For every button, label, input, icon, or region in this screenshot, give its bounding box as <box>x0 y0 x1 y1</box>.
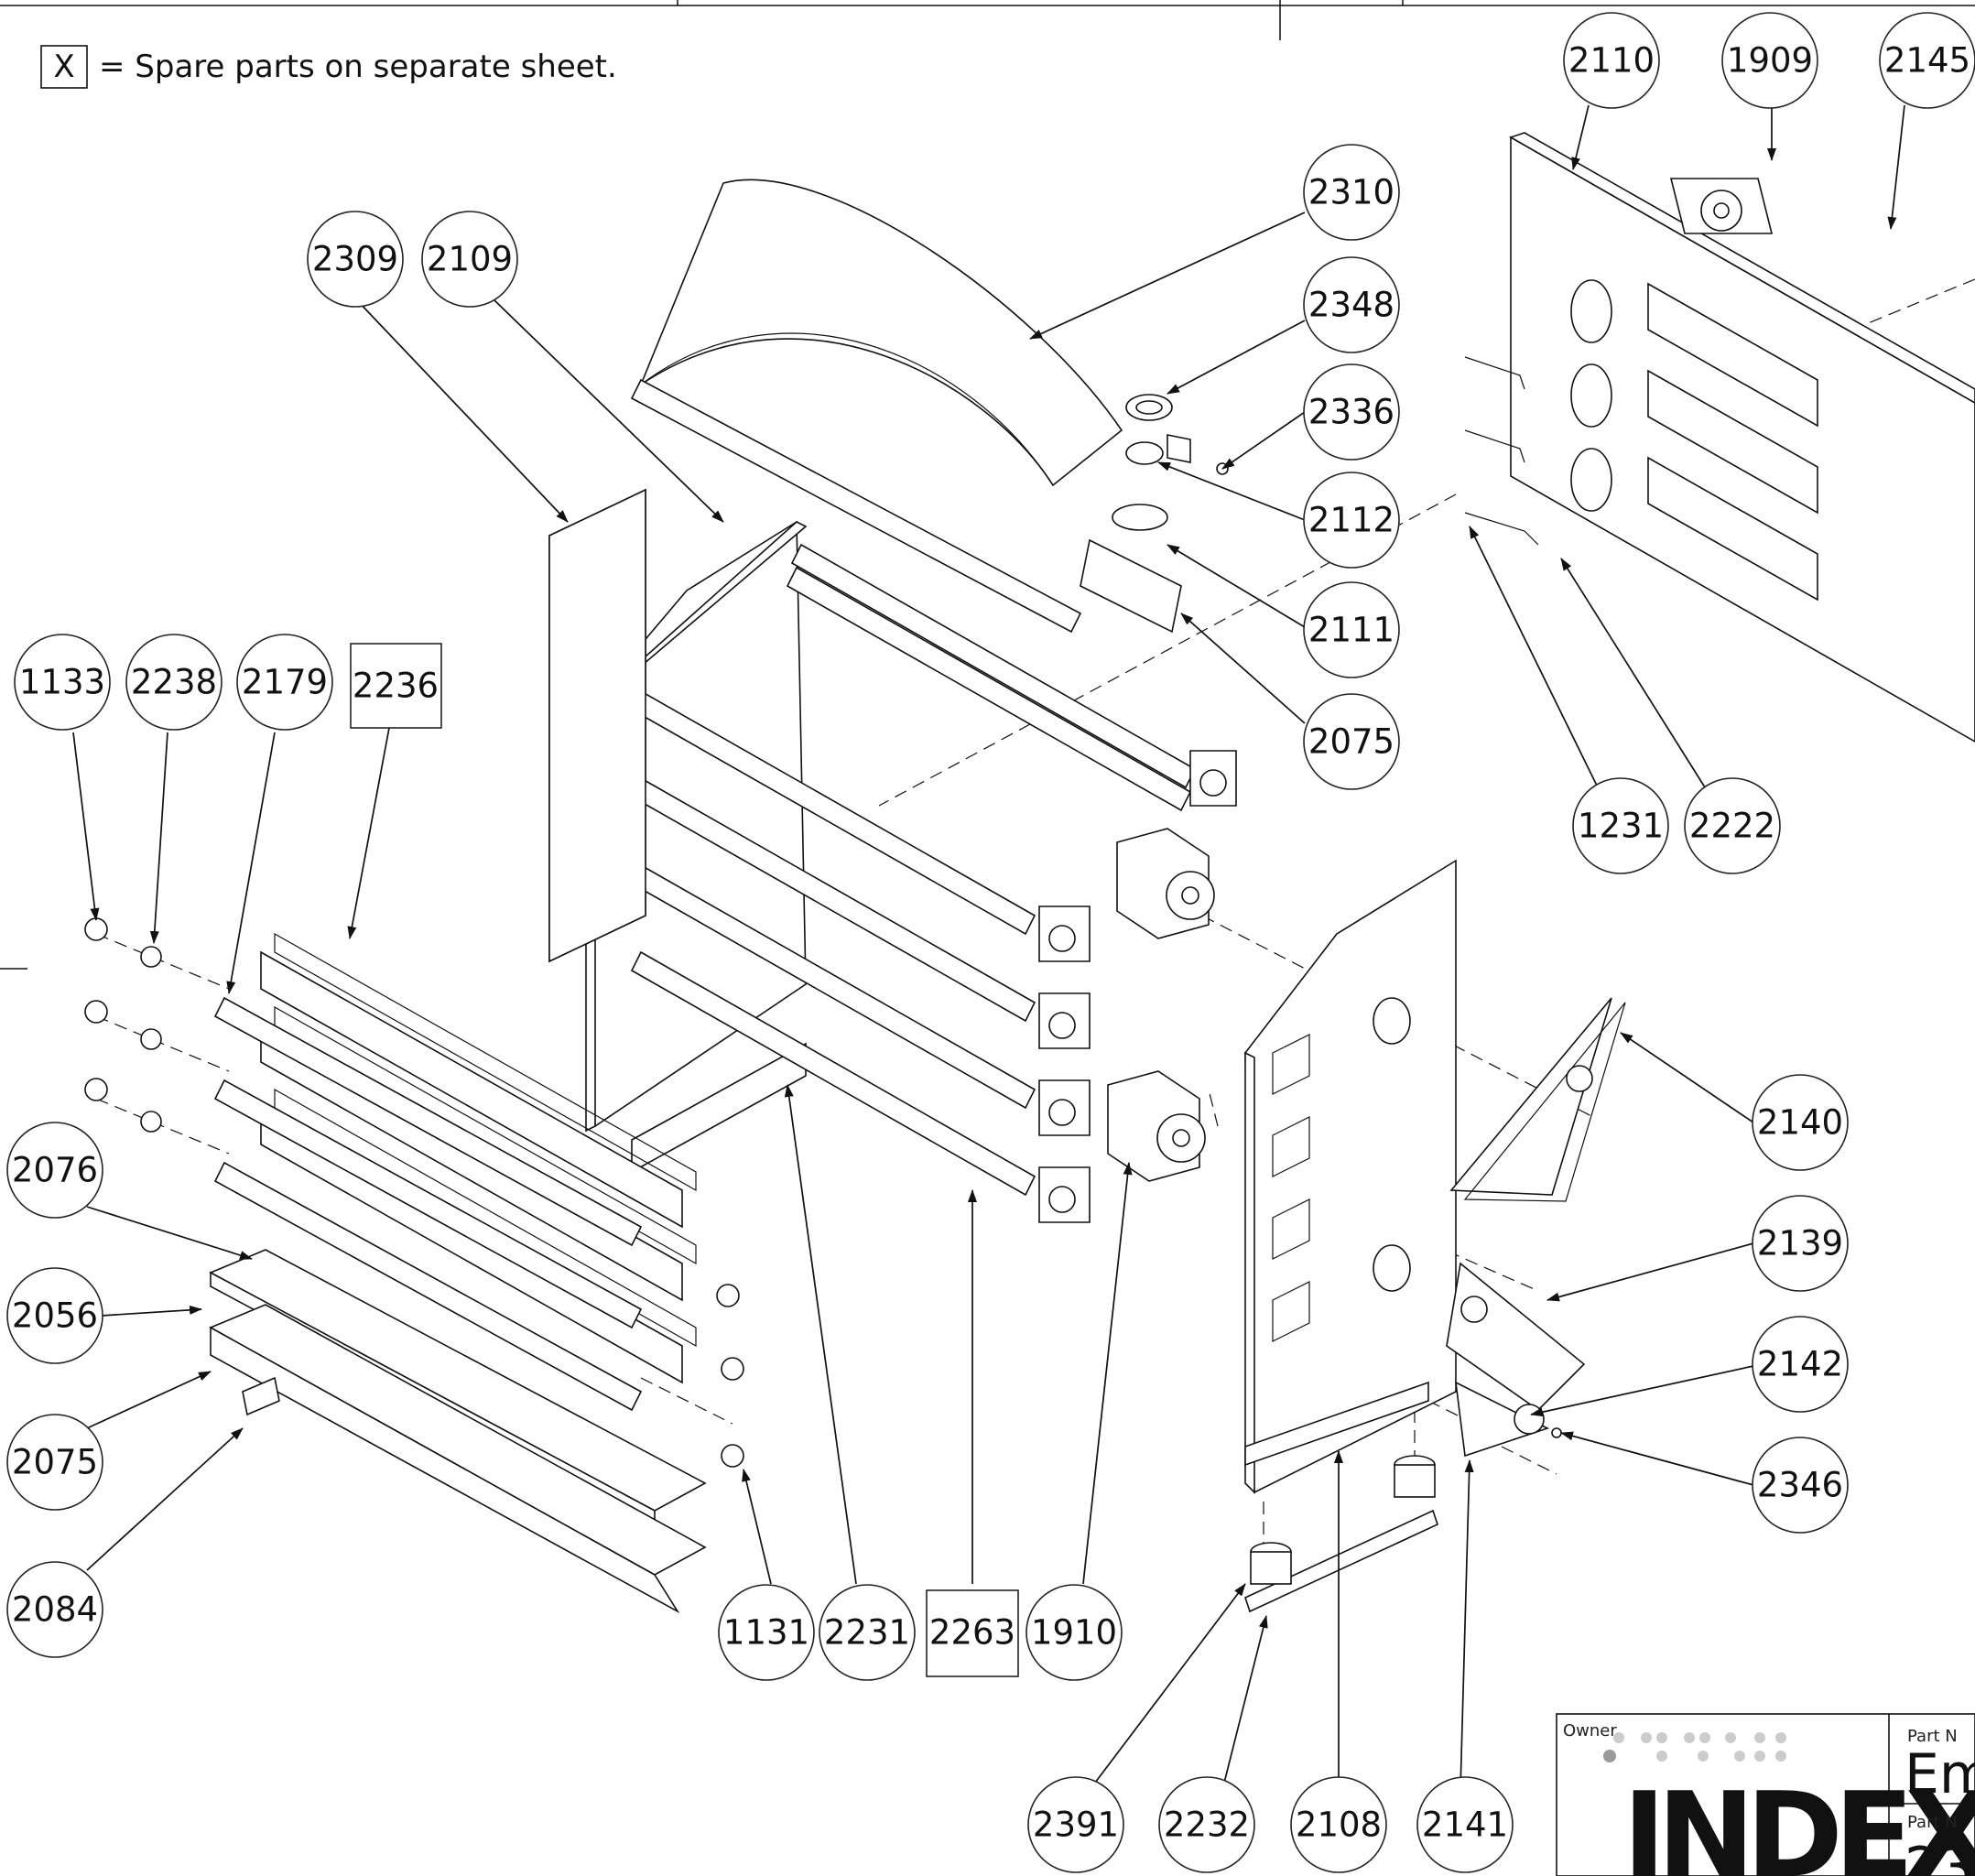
balloon-2236: 2236 <box>350 643 442 729</box>
balloon-2141: 2141 <box>1416 1776 1514 1873</box>
balloon-2075: 2075 <box>1303 693 1400 790</box>
balloon-label: 2179 <box>242 663 328 702</box>
balloon-label: 2141 <box>1422 1806 1508 1845</box>
balloon-2056: 2056 <box>6 1267 103 1364</box>
note-text: = Spare parts on separate sheet. <box>99 49 617 85</box>
balloon-label: 2263 <box>929 1613 1015 1653</box>
balloon-1133: 1133 <box>14 634 111 731</box>
balloon-2238: 2238 <box>125 634 222 731</box>
balloon-label: 2309 <box>312 240 398 279</box>
balloon-label: 1909 <box>1727 41 1813 81</box>
balloon-1910: 1910 <box>1025 1584 1123 1681</box>
balloon-2232: 2232 <box>1158 1776 1255 1873</box>
balloon-label: 1131 <box>723 1613 809 1653</box>
balloon-2179: 2179 <box>236 634 333 731</box>
balloon-2109: 2109 <box>421 211 518 308</box>
balloon-2391: 2391 <box>1027 1776 1124 1873</box>
rear-plate-2110 <box>1464 132 1975 743</box>
balloon-2309: 2309 <box>307 211 404 308</box>
side-plate-2108 <box>1244 859 1457 1494</box>
balloon-label: 2231 <box>824 1613 910 1653</box>
owner-label: Owner <box>1563 1721 1617 1740</box>
logo-dots <box>1603 1732 1786 1762</box>
part-name-value: Em <box>1904 1742 1975 1806</box>
balloon-1131: 1131 <box>718 1584 815 1681</box>
balloon-2231: 2231 <box>819 1584 916 1681</box>
balloon-2139: 2139 <box>1752 1195 1849 1292</box>
balloon-label: 2110 <box>1568 41 1655 81</box>
balloon-label: 2222 <box>1689 807 1775 846</box>
balloon-label: 2142 <box>1757 1345 1843 1384</box>
balloon-label: 2346 <box>1757 1466 1843 1505</box>
balloon-2108: 2108 <box>1290 1776 1387 1873</box>
panel-2309 <box>548 488 646 963</box>
note-symbol: X <box>53 49 74 85</box>
rollers-2263 <box>630 543 1237 1223</box>
balloon-label: 2348 <box>1308 286 1394 325</box>
part-number-value: 23 <box>1904 1836 1974 1876</box>
top-cover-2310 <box>630 179 1229 634</box>
balloon-label: 2139 <box>1757 1224 1843 1263</box>
balloon-label: 2238 <box>131 663 217 702</box>
balloon-label: 2108 <box>1296 1806 1382 1845</box>
balloon-2263: 2263 <box>926 1589 1019 1677</box>
part-name-label: Part N <box>1907 1727 1958 1746</box>
belts-2139-2141 <box>1446 1262 1586 1458</box>
left-assembly-2236 <box>84 917 744 1468</box>
balloon-label: 2109 <box>427 240 513 279</box>
balloon-label: 2056 <box>12 1296 98 1336</box>
balloon-2346: 2346 <box>1752 1437 1849 1534</box>
balloon-label: 2310 <box>1308 173 1394 212</box>
leaders <box>72 104 1905 1791</box>
sheet-frame <box>0 0 1975 970</box>
parts <box>84 132 1975 1614</box>
balloon-2075b: 2075 <box>6 1414 103 1511</box>
part-number-label: Part N <box>1907 1813 1958 1832</box>
balloon-2142: 2142 <box>1752 1316 1849 1413</box>
balloon-label: 2391 <box>1033 1806 1119 1845</box>
feet-2391-2232 <box>1244 1455 1438 1613</box>
balloon-label: 1133 <box>19 663 105 702</box>
balloon-2112: 2112 <box>1303 472 1400 569</box>
balloon-1231: 1231 <box>1572 777 1669 874</box>
balloon-label: 2076 <box>12 1151 98 1190</box>
motors-1910 <box>1107 828 1215 1182</box>
balloon-label: 2075 <box>1308 722 1394 762</box>
balloon-2110: 2110 <box>1563 12 1660 109</box>
balloon-2310: 2310 <box>1303 144 1400 241</box>
belt-2140 <box>1449 997 1626 1202</box>
spare-parts-note: X = Spare parts on separate sheet. <box>40 45 617 89</box>
owner-logo: INDEX <box>1622 1768 1975 1876</box>
balloon-label: 2111 <box>1308 611 1394 650</box>
balloon-label: 2075 <box>12 1443 98 1482</box>
balloon-label: 2140 <box>1757 1103 1843 1143</box>
balloon-label: 2112 <box>1308 501 1394 540</box>
balloon-label: 2145 <box>1884 41 1970 81</box>
title-block: Owner INDEX Part N Em Part N 23 <box>1556 1713 1975 1876</box>
balloon-2076: 2076 <box>6 1122 103 1219</box>
plates-2076-2056-2075 <box>209 1249 707 1614</box>
balloon-2111: 2111 <box>1303 581 1400 678</box>
balloon-label: 2336 <box>1308 393 1394 432</box>
balloon-1909: 1909 <box>1721 12 1818 109</box>
balloon-2145: 2145 <box>1879 12 1975 109</box>
balloon-label: 2236 <box>353 667 439 706</box>
balloon-label: 1910 <box>1031 1613 1117 1653</box>
balloon-2140: 2140 <box>1752 1074 1849 1171</box>
balloon-2348: 2348 <box>1303 256 1400 353</box>
balloon-2084: 2084 <box>6 1561 103 1658</box>
balloon-2336: 2336 <box>1303 363 1400 461</box>
balloon-2222: 2222 <box>1684 777 1781 874</box>
balloon-label: 2084 <box>12 1590 98 1630</box>
balloon-label: 1231 <box>1578 807 1664 846</box>
balloon-label: 2232 <box>1164 1806 1250 1845</box>
